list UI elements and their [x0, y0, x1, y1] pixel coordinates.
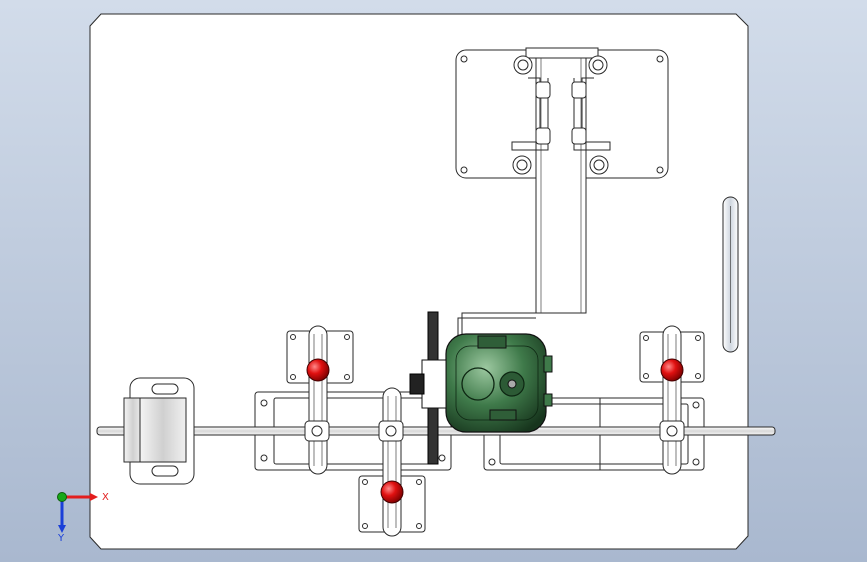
drive-disc[interactable]: [409, 311, 447, 465]
gear-motor[interactable]: [445, 333, 553, 433]
clamp-arm: [382, 387, 402, 537]
shaft-collar: [304, 420, 330, 442]
clamp-knob-icon: [660, 358, 684, 382]
y-axis-label: Y: [57, 533, 65, 544]
toggle-clamp-group[interactable]: [286, 325, 705, 537]
x-axis-arrow-icon: [90, 493, 98, 501]
shaft-collar: [659, 420, 685, 442]
mounting-bolts: [512, 55, 609, 175]
coordinate-triad: X Y: [57, 492, 109, 544]
angle-bracket[interactable]: [457, 57, 611, 336]
flange-bearing[interactable]: [123, 377, 195, 485]
shaft-collar: [378, 420, 404, 442]
clamp-knob-icon: [306, 358, 330, 382]
side-handle-slot[interactable]: [722, 196, 739, 353]
clamp-arm: [308, 325, 328, 475]
x-axis-label: X: [102, 492, 109, 503]
y-axis-dot-icon: [57, 492, 67, 502]
clamp-knob-icon: [380, 480, 404, 504]
clamp-arm: [662, 325, 682, 475]
z-axis-arrow-icon: [58, 525, 66, 533]
